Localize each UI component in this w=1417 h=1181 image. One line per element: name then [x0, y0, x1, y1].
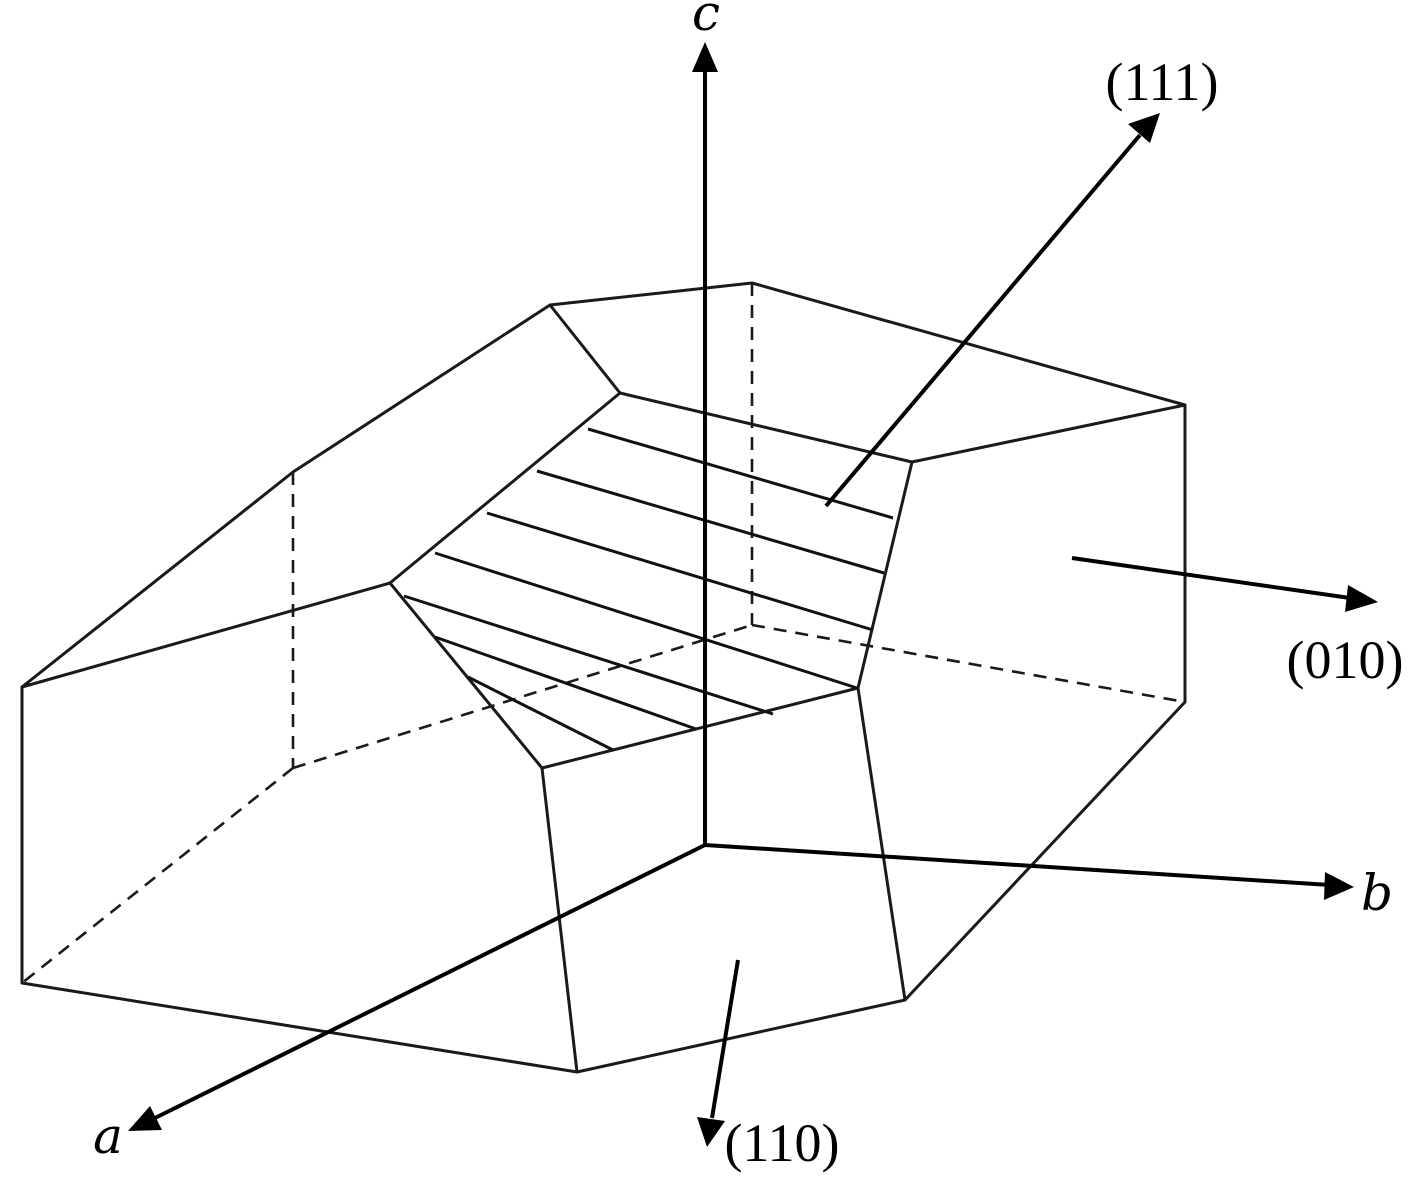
axis-c-arrowhead [692, 42, 718, 72]
normal-111 [824, 113, 1160, 508]
axis-b-arrowhead [1324, 872, 1354, 900]
crystal-outline [20, 281, 1187, 1074]
normal-110 [697, 959, 740, 1147]
normal-111-arrowhead [1128, 113, 1160, 143]
axis-b [704, 843, 1354, 900]
axis-b-label: b [1361, 864, 1393, 922]
face-111-label: (111) [1106, 52, 1219, 112]
normal-110-arrowhead [697, 1117, 725, 1147]
axis-a-arrowhead [128, 1106, 162, 1131]
hidden-edges [21, 283, 1186, 985]
normal-010 [1071, 556, 1378, 612]
axis-a [128, 843, 706, 1131]
axis-c-label: c [692, 0, 720, 42]
axis-c [692, 42, 718, 845]
face-110-label: (110) [725, 1113, 840, 1173]
axis-a-label: a [93, 1107, 123, 1165]
face-010-label: (010) [1287, 630, 1404, 690]
normal-010-arrowhead [1345, 585, 1378, 612]
hatched-face-111 [403, 427, 894, 752]
